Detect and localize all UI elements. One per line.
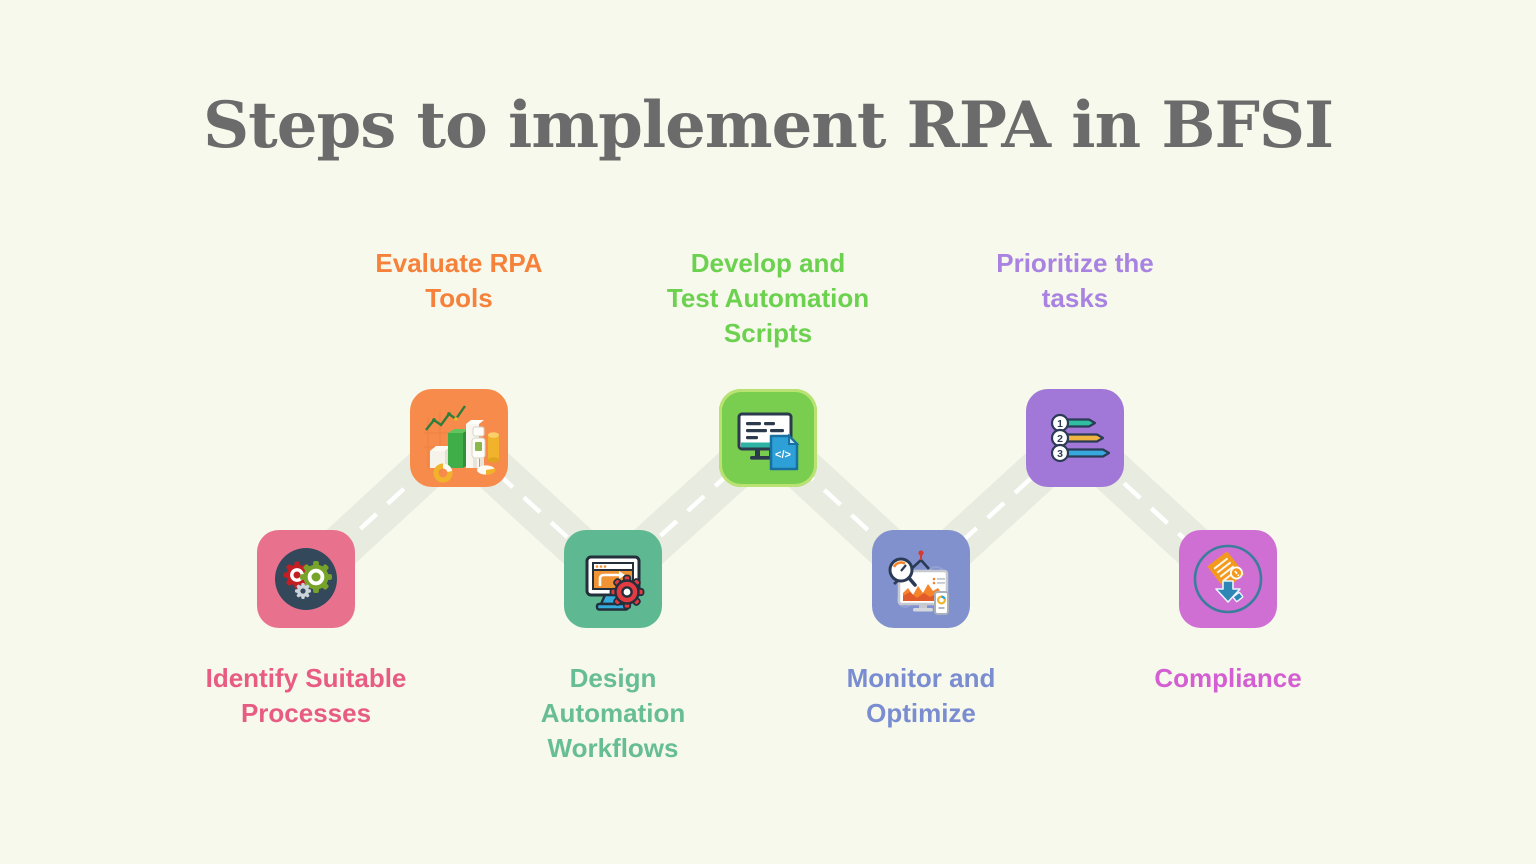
robot-chart-icon — [424, 405, 499, 483]
numbered-priority-icon: 1 2 3 — [1050, 413, 1111, 463]
code-glyph: </> — [775, 449, 791, 461]
priority-number-3: 3 — [1057, 448, 1063, 460]
step-label: Monitor and Optimize — [846, 663, 996, 728]
analytics-monitor-icon — [888, 550, 949, 615]
step-label: Identify Suitable Processes — [205, 663, 407, 728]
step-box — [410, 389, 508, 487]
compliance-document-icon — [1193, 544, 1263, 614]
page-title: Steps to implement RPA in BFSI — [202, 88, 1334, 163]
step-label: Develop and Test Automation Scripts — [666, 248, 870, 348]
priority-number-1: 1 — [1057, 418, 1063, 430]
step-box — [257, 530, 355, 628]
step-box — [1179, 530, 1277, 628]
step-box: </> — [719, 389, 817, 487]
step-label: Evaluate RPA Tools — [375, 248, 543, 313]
priority-number-2: 2 — [1057, 433, 1063, 445]
step-box — [872, 530, 970, 628]
gears-icon — [275, 548, 337, 610]
step-label: Prioritize the tasks — [996, 248, 1154, 313]
monitor-code-icon: </> — [737, 412, 800, 471]
step-box — [564, 530, 662, 628]
step-label: Compliance — [1154, 663, 1302, 693]
step-label: Design Automation Workflows — [540, 663, 686, 763]
monitor-gear-icon — [585, 555, 645, 611]
step-box: 1 2 3 — [1026, 389, 1124, 487]
